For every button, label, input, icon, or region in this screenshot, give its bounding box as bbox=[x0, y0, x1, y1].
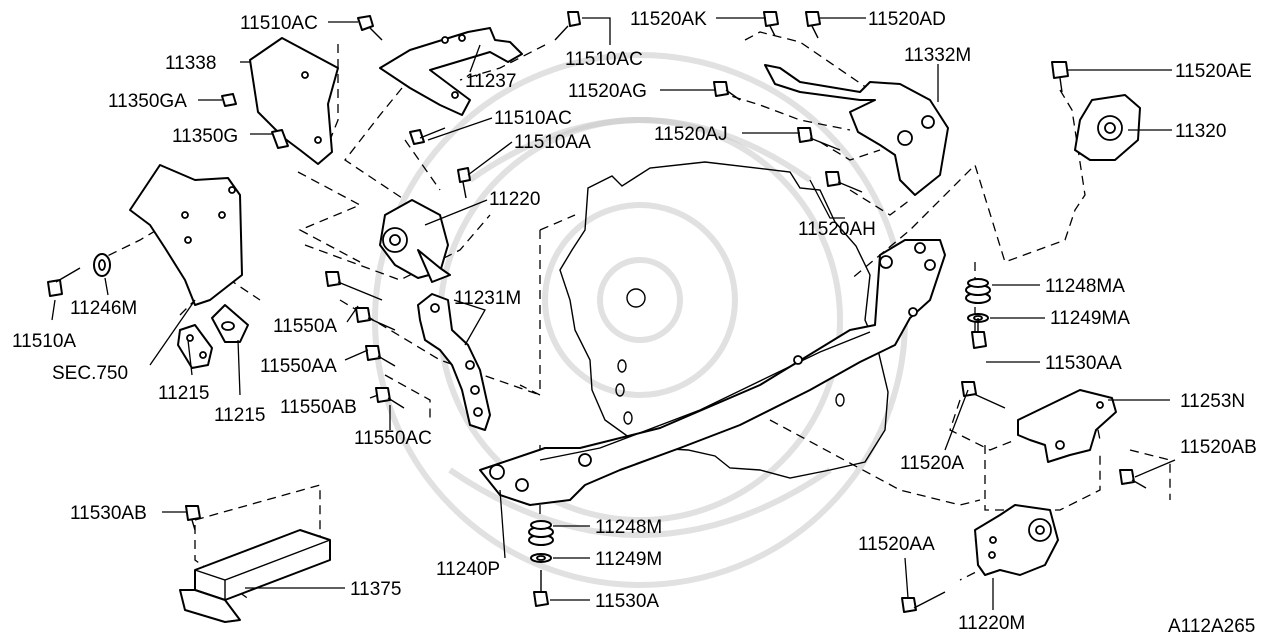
label-11220: 11220 bbox=[489, 189, 540, 210]
plate-11215-left bbox=[177, 324, 213, 369]
label-11510AC-right: 11510AC bbox=[565, 49, 643, 70]
bolts bbox=[47, 11, 1147, 613]
engine-hole bbox=[623, 411, 633, 425]
engine-hole bbox=[615, 383, 625, 397]
label-11237: 11237 bbox=[465, 71, 516, 92]
bracket-11231M bbox=[417, 293, 491, 431]
control-module-11375 bbox=[179, 529, 331, 623]
label-11248M: 11248M bbox=[595, 517, 662, 538]
label-11350G: 11350G bbox=[172, 126, 238, 147]
label-11530AA: 11530AA bbox=[1045, 353, 1122, 374]
engine-hole bbox=[835, 393, 845, 407]
label-11320: 11320 bbox=[1175, 121, 1226, 142]
label-11520AG: 11520AG bbox=[568, 81, 647, 102]
label-11375: 11375 bbox=[350, 579, 401, 600]
insulator-stacks bbox=[528, 278, 991, 563]
engine-bore-hole bbox=[626, 288, 646, 308]
label-11231M: 11231M bbox=[454, 288, 521, 309]
label-11215-left: 11215 bbox=[158, 383, 209, 404]
part-labels: 11510AC 11338 11350GA 11350G 11237 11510… bbox=[12, 9, 1257, 637]
label-11215-right: 11215 bbox=[214, 405, 265, 426]
bracket-11237 bbox=[379, 27, 523, 116]
bracket-11253N bbox=[1017, 389, 1117, 463]
bracket-11332M bbox=[764, 64, 949, 196]
bracket-sec750 bbox=[129, 164, 243, 306]
label-11520AA: 11520AA bbox=[858, 534, 935, 555]
label-11350GA: 11350GA bbox=[108, 91, 187, 112]
label-11530AB: 11530AB bbox=[70, 503, 147, 524]
engine-hole bbox=[617, 359, 627, 373]
watermark-emblem bbox=[372, 52, 908, 588]
label-11249MA: 11249MA bbox=[1050, 308, 1130, 329]
label-11510AC-mid: 11510AC bbox=[494, 108, 572, 129]
plate-11215-right bbox=[211, 304, 249, 343]
mount-insulator-11220M bbox=[974, 504, 1059, 576]
label-11220M: 11220M bbox=[958, 613, 1025, 634]
label-11550A: 11550A bbox=[273, 316, 337, 337]
label-11530A: 11530A bbox=[595, 591, 659, 612]
label-11520AE: 11520AE bbox=[1175, 61, 1252, 82]
label-11510AC-top: 11510AC bbox=[240, 13, 318, 34]
washer-11246M bbox=[93, 253, 111, 277]
bracket-11338 bbox=[249, 37, 339, 165]
mount-insulator-11320 bbox=[1074, 94, 1141, 161]
label-11240P: 11240P bbox=[436, 559, 500, 580]
label-11550AC: 11550AC bbox=[354, 428, 432, 449]
label-11510AA: 11510AA bbox=[514, 132, 591, 153]
crossmember-11240P bbox=[479, 239, 946, 506]
label-11520AK: 11520AK bbox=[630, 9, 707, 30]
engine-block-outline bbox=[559, 161, 889, 479]
label-11520A: 11520A bbox=[900, 453, 964, 474]
label-11249M: 11249M bbox=[595, 549, 662, 570]
label-11550AB: 11550AB bbox=[280, 397, 357, 418]
diagram-id: A112A265 bbox=[1168, 616, 1255, 637]
label-11332M: 11332M bbox=[904, 45, 971, 66]
label-11520AD: 11520AD bbox=[868, 9, 946, 30]
mount-insulator-11220 bbox=[379, 199, 451, 283]
label-11246M: 11246M bbox=[70, 298, 137, 319]
label-11550AA: 11550AA bbox=[260, 356, 337, 377]
label-11338: 11338 bbox=[165, 53, 216, 74]
label-11520AJ: 11520AJ bbox=[654, 124, 728, 145]
label-11510A: 11510A bbox=[12, 331, 76, 352]
label-11253N: 11253N bbox=[1180, 391, 1245, 412]
label-sec750: SEC.750 bbox=[52, 363, 128, 384]
label-11520AH: 11520AH bbox=[798, 219, 876, 240]
label-11520AB: 11520AB bbox=[1180, 437, 1257, 458]
label-11248MA: 11248MA bbox=[1045, 276, 1125, 297]
leader-lines bbox=[51, 17, 1176, 610]
